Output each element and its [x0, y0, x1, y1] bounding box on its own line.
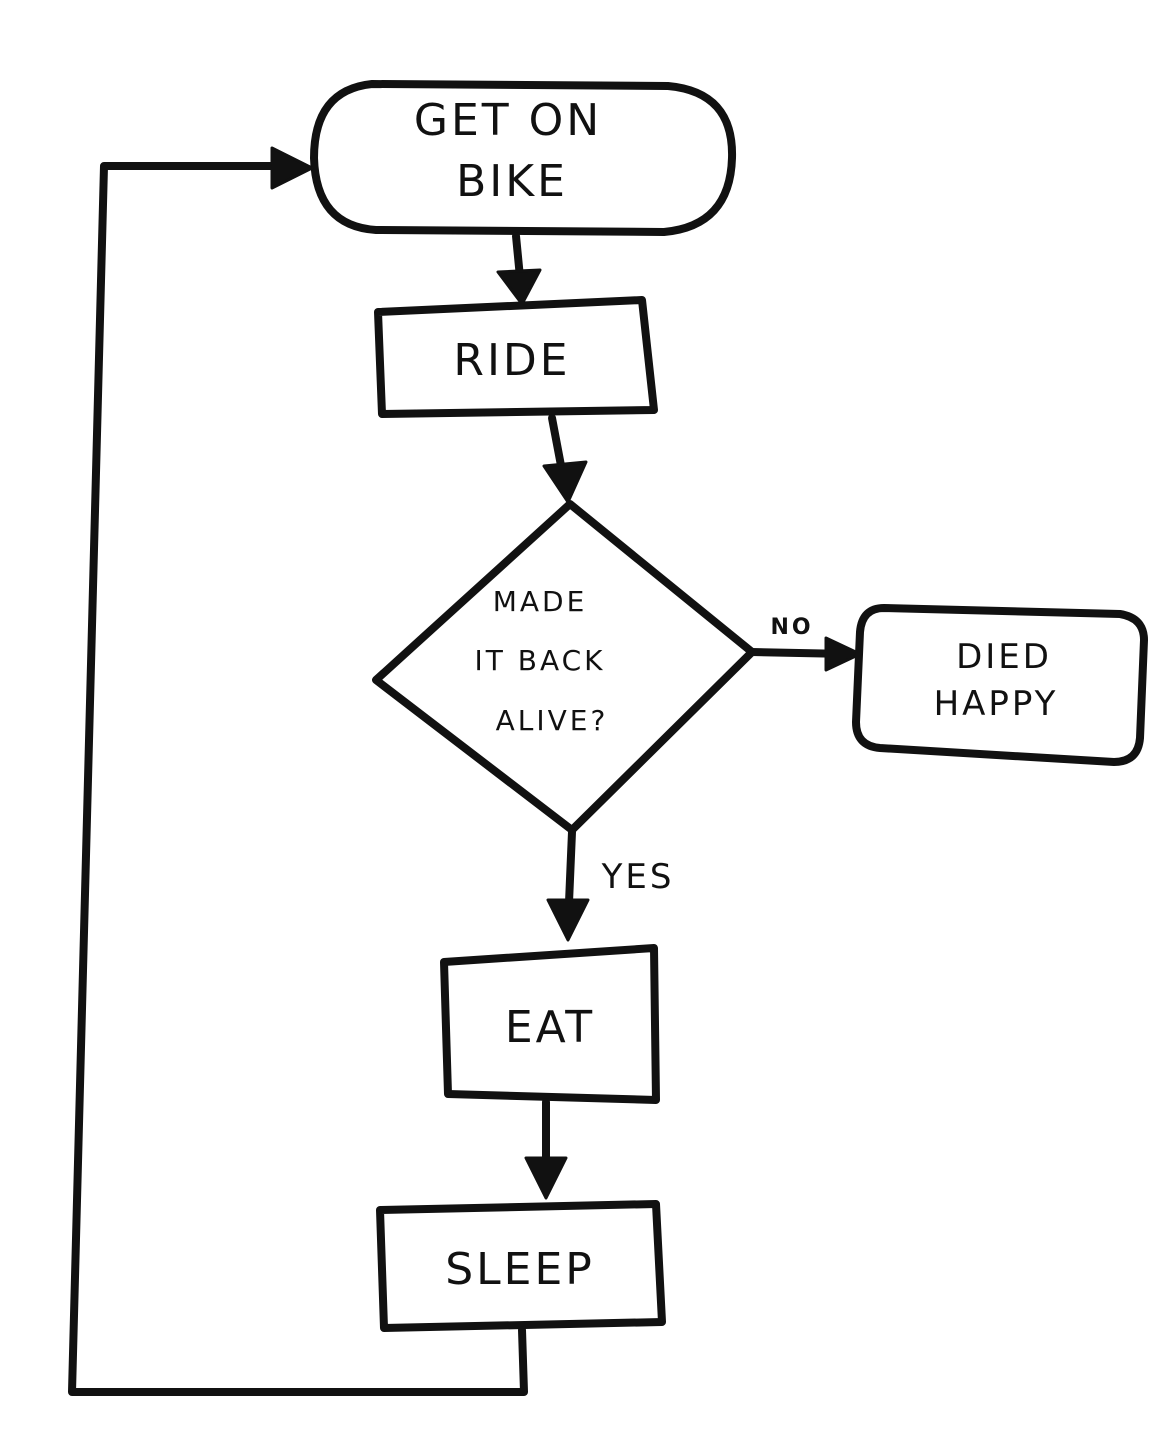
- sleep-process-node: SLEEP: [376, 1200, 666, 1332]
- decision-label-line3: ALIVE?: [496, 704, 609, 737]
- died-terminal-node: DIED HAPPY: [852, 604, 1148, 766]
- decision-node: MADE IT BACK ALIVE?: [372, 500, 756, 834]
- died-label-line2: HAPPY: [934, 684, 1059, 724]
- ride-process-node: RIDE: [374, 296, 658, 418]
- died-terminal-shape: [852, 604, 1148, 766]
- decision-label-line1: MADE: [493, 585, 588, 618]
- eat-process-node: EAT: [440, 944, 660, 1104]
- decision-label-line2: IT BACK: [474, 644, 605, 677]
- yes-edge-label: YES: [601, 857, 675, 897]
- eat-process-shape: [440, 944, 660, 1104]
- start-terminal-node: GET ON BIKE: [310, 80, 737, 236]
- edge-sleep-loop-to-start: [68, 146, 528, 1396]
- sleep-label: SLEEP: [445, 1244, 595, 1295]
- edge-decision-yes: YES: [546, 828, 675, 942]
- ride-label: RIDE: [453, 335, 570, 386]
- start-label-line2: BIKE: [456, 156, 568, 207]
- no-edge-label: NO: [770, 615, 813, 640]
- start-label-line1: GET ON: [414, 95, 602, 146]
- start-terminal-shape: [310, 80, 737, 236]
- edge-decision-no: NO: [748, 615, 862, 672]
- sleep-process-shape: [376, 1200, 666, 1332]
- edge-eat-to-sleep: [524, 1098, 568, 1200]
- edge-ride-to-decision: [542, 414, 588, 504]
- eat-label: EAT: [505, 1002, 595, 1053]
- edge-start-to-ride: [496, 232, 542, 306]
- ride-process-shape: [374, 296, 658, 418]
- died-label-line1: DIED: [956, 637, 1052, 677]
